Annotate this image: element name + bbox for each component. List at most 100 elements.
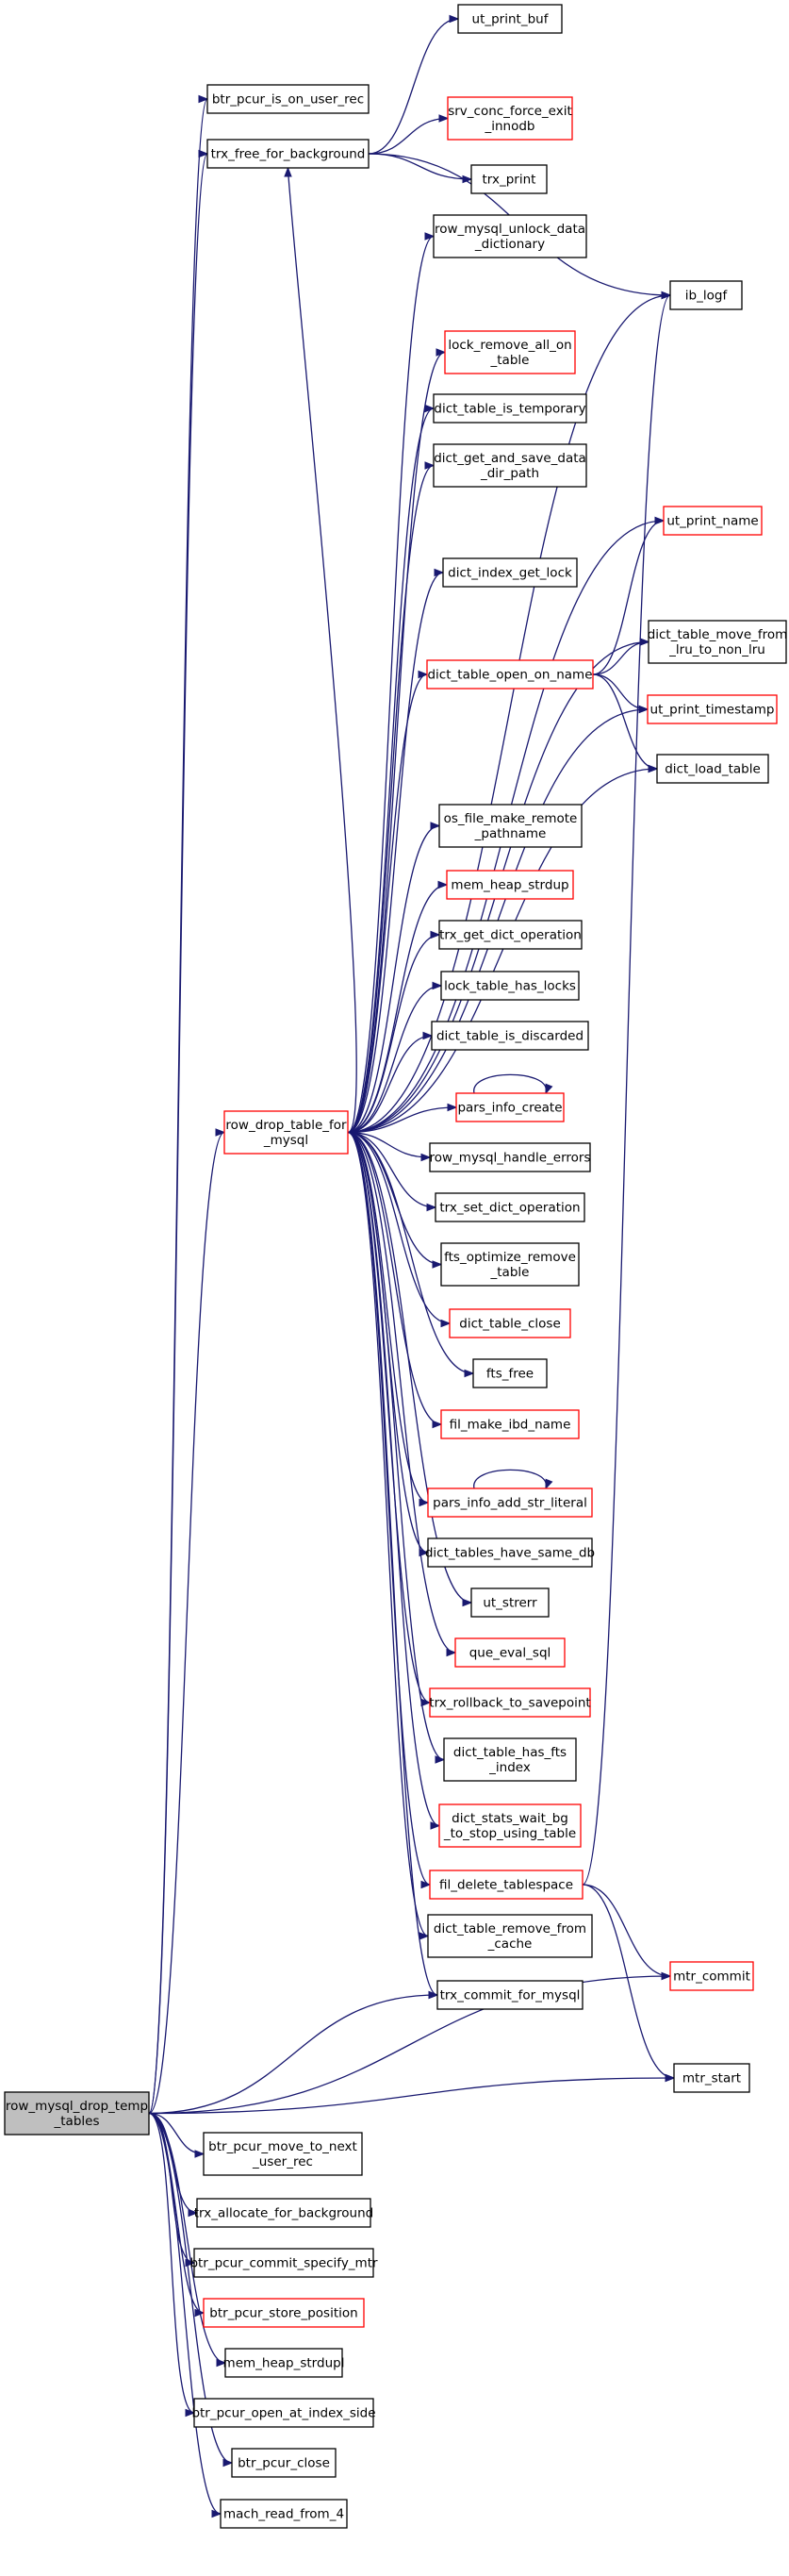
node-root[interactable]: row_mysql_drop_temp_tables [4,2091,150,2136]
node-label: btr_pcur_commit_specify_mtr [189,2256,378,2271]
node-btr_is_user[interactable]: btr_pcur_is_on_user_rec [206,84,370,114]
node-row_unlock[interactable]: row_mysql_unlock_data_dictionary [433,214,587,258]
node-box [470,164,548,194]
node-label: ib_logf [685,289,729,304]
node-os_file[interactable]: os_file_make_remote_pathname [438,804,583,848]
edge-root-to-trx_free [148,149,209,2115]
node-lock_has[interactable]: lock_table_has_locks [440,971,580,1001]
edge-line [347,1131,436,1208]
node-lock_remove[interactable]: lock_remove_all_on_table [444,330,576,374]
node-btr_store[interactable]: btr_pcur_store_position [203,2298,365,2328]
node-box [436,1980,584,2010]
node-label: trx_print [483,173,536,188]
edge-arrowhead [420,1880,432,1889]
node-box [648,620,787,664]
node-btr_open[interactable]: btr_pcur_open_at_index_side [191,2398,376,2428]
edge-line [347,824,440,1134]
node-label: _index [488,1760,531,1775]
edge-arrowhead [648,764,659,773]
node-trx_print[interactable]: trx_print [470,164,548,194]
node-label: btr_pcur_open_at_index_side [191,2406,375,2421]
node-mem_strdup[interactable]: mem_heap_strdup [446,870,574,900]
node-dict_close[interactable]: dict_table_close [449,1308,571,1338]
node-label: dict_table_is_temporary [434,402,585,417]
node-label: mem_heap_strdup [451,878,568,893]
node-fts_opt[interactable]: fts_optimize_remove_table [440,1242,580,1287]
node-ut_strerr[interactable]: ut_strerr [470,1587,550,1618]
node-box [444,330,576,374]
node-fil_delete[interactable]: fil_delete_tablespace [429,1870,584,1900]
edge-line [148,2112,233,2464]
node-box [472,1358,548,1388]
edge-line [347,1131,429,1937]
node-dict_remove[interactable]: dict_table_remove_from_cache [427,1914,593,1958]
node-label: trx_commit_for_mysql [440,1988,581,2003]
edge-root-to-btr_close [148,2112,234,2468]
edge-line [347,407,435,1134]
node-btr_close[interactable]: btr_pcur_close [231,2448,337,2478]
node-trx_set_dict[interactable]: trx_set_dict_operation [435,1192,585,1222]
node-dict_open[interactable]: dict_table_open_on_name [426,659,594,690]
node-label: ut_print_buf [472,12,550,27]
node-label: _table [490,353,530,368]
node-box [429,1142,591,1172]
node-fts_free[interactable]: fts_free [472,1358,548,1388]
node-box [455,1092,565,1122]
node-mtr_commit[interactable]: mtr_commit [669,1961,754,1991]
edge-line [148,2112,205,2314]
edge-arrowhead [419,1548,430,1557]
node-trx_alloc[interactable]: trx_allocate_for_background [194,2198,373,2228]
edge-line [368,153,472,180]
node-row_drop[interactable]: row_drop_table_for_mysql [223,1110,349,1155]
node-dict_load[interactable]: dict_load_table [656,754,769,784]
node-box [440,1409,580,1439]
node-que_eval[interactable]: que_eval_sql [454,1637,566,1668]
node-dict_move[interactable]: dict_table_move_from_lru_to_non_lru [648,620,788,664]
edge-root-to-mtr_start [148,2073,676,2115]
node-label: dict_tables_have_same_db [425,1546,595,1561]
node-ut_print_name[interactable]: ut_print_name [663,506,763,536]
node-dict_index_lock[interactable]: dict_index_get_lock [442,557,578,588]
node-mtr_start[interactable]: mtr_start [673,2063,750,2093]
node-box [203,2132,363,2176]
node-mem_strdupl[interactable]: mem_heap_strdupl [223,2348,345,2378]
node-fil_make[interactable]: fil_make_ibd_name [440,1409,580,1439]
node-btr_commit[interactable]: btr_pcur_commit_specify_mtr [189,2248,378,2278]
node-srv_conc[interactable]: srv_conc_force_exit_innodb [447,96,573,141]
node-trx_get_dict[interactable]: trx_get_dict_operation [438,920,583,950]
node-trx_free[interactable]: trx_free_for_background [206,139,370,169]
edge-fil_delete-to-ib_logf [582,291,672,1886]
node-row_errors[interactable]: row_mysql_handle_errors [429,1142,591,1172]
node-trx_rollback[interactable]: trx_rollback_to_savepoint [429,1687,591,1718]
edge-arrowhead [422,1031,434,1040]
node-box [438,1803,582,1848]
node-dict_discarded[interactable]: dict_table_is_discarded [431,1021,589,1051]
node-trx_commit[interactable]: trx_commit_for_mysql [436,1980,584,2010]
edge-row_drop-to-fts_free [347,1131,475,1378]
node-label: dict_load_table [665,762,761,777]
edge-row_drop-to-dict_open [347,670,429,1134]
node-box [4,2091,150,2136]
node-dict_fts[interactable]: dict_table_has_fts_index [443,1737,577,1782]
edge-line [347,768,658,1134]
node-mach_read[interactable]: mach_read_from_4 [220,2499,348,2529]
edge-arrowhead [446,1648,457,1657]
node-btr_move[interactable]: btr_pcur_move_to_next_user_rec [203,2132,363,2176]
node-dict_get_save[interactable]: dict_get_and_save_data_dir_path [433,443,587,488]
edge-trx_free-to-srv_conc [368,114,450,155]
edge-line [148,2077,675,2115]
node-dict_stats[interactable]: dict_stats_wait_bg_to_stop_using_table [438,1803,582,1848]
node-pars_create[interactable]: pars_info_create [455,1092,565,1122]
node-dict_is_temp[interactable]: dict_table_is_temporary [433,393,587,424]
node-ut_print_buf[interactable]: ut_print_buf [457,4,563,34]
node-box [220,2499,348,2529]
edge-line [582,294,671,1886]
edge-line [347,572,444,1134]
edge-arrowhead [424,232,436,241]
node-pars_add[interactable]: pars_info_add_str_literal [427,1487,593,1518]
node-ut_print_ts[interactable]: ut_print_timestamp [647,694,778,724]
node-label: lock_table_has_locks [444,979,576,994]
node-label: _cache [487,1936,533,1952]
node-ib_logf[interactable]: ib_logf [669,280,743,310]
node-dict_same_db[interactable]: dict_tables_have_same_db [425,1537,595,1568]
